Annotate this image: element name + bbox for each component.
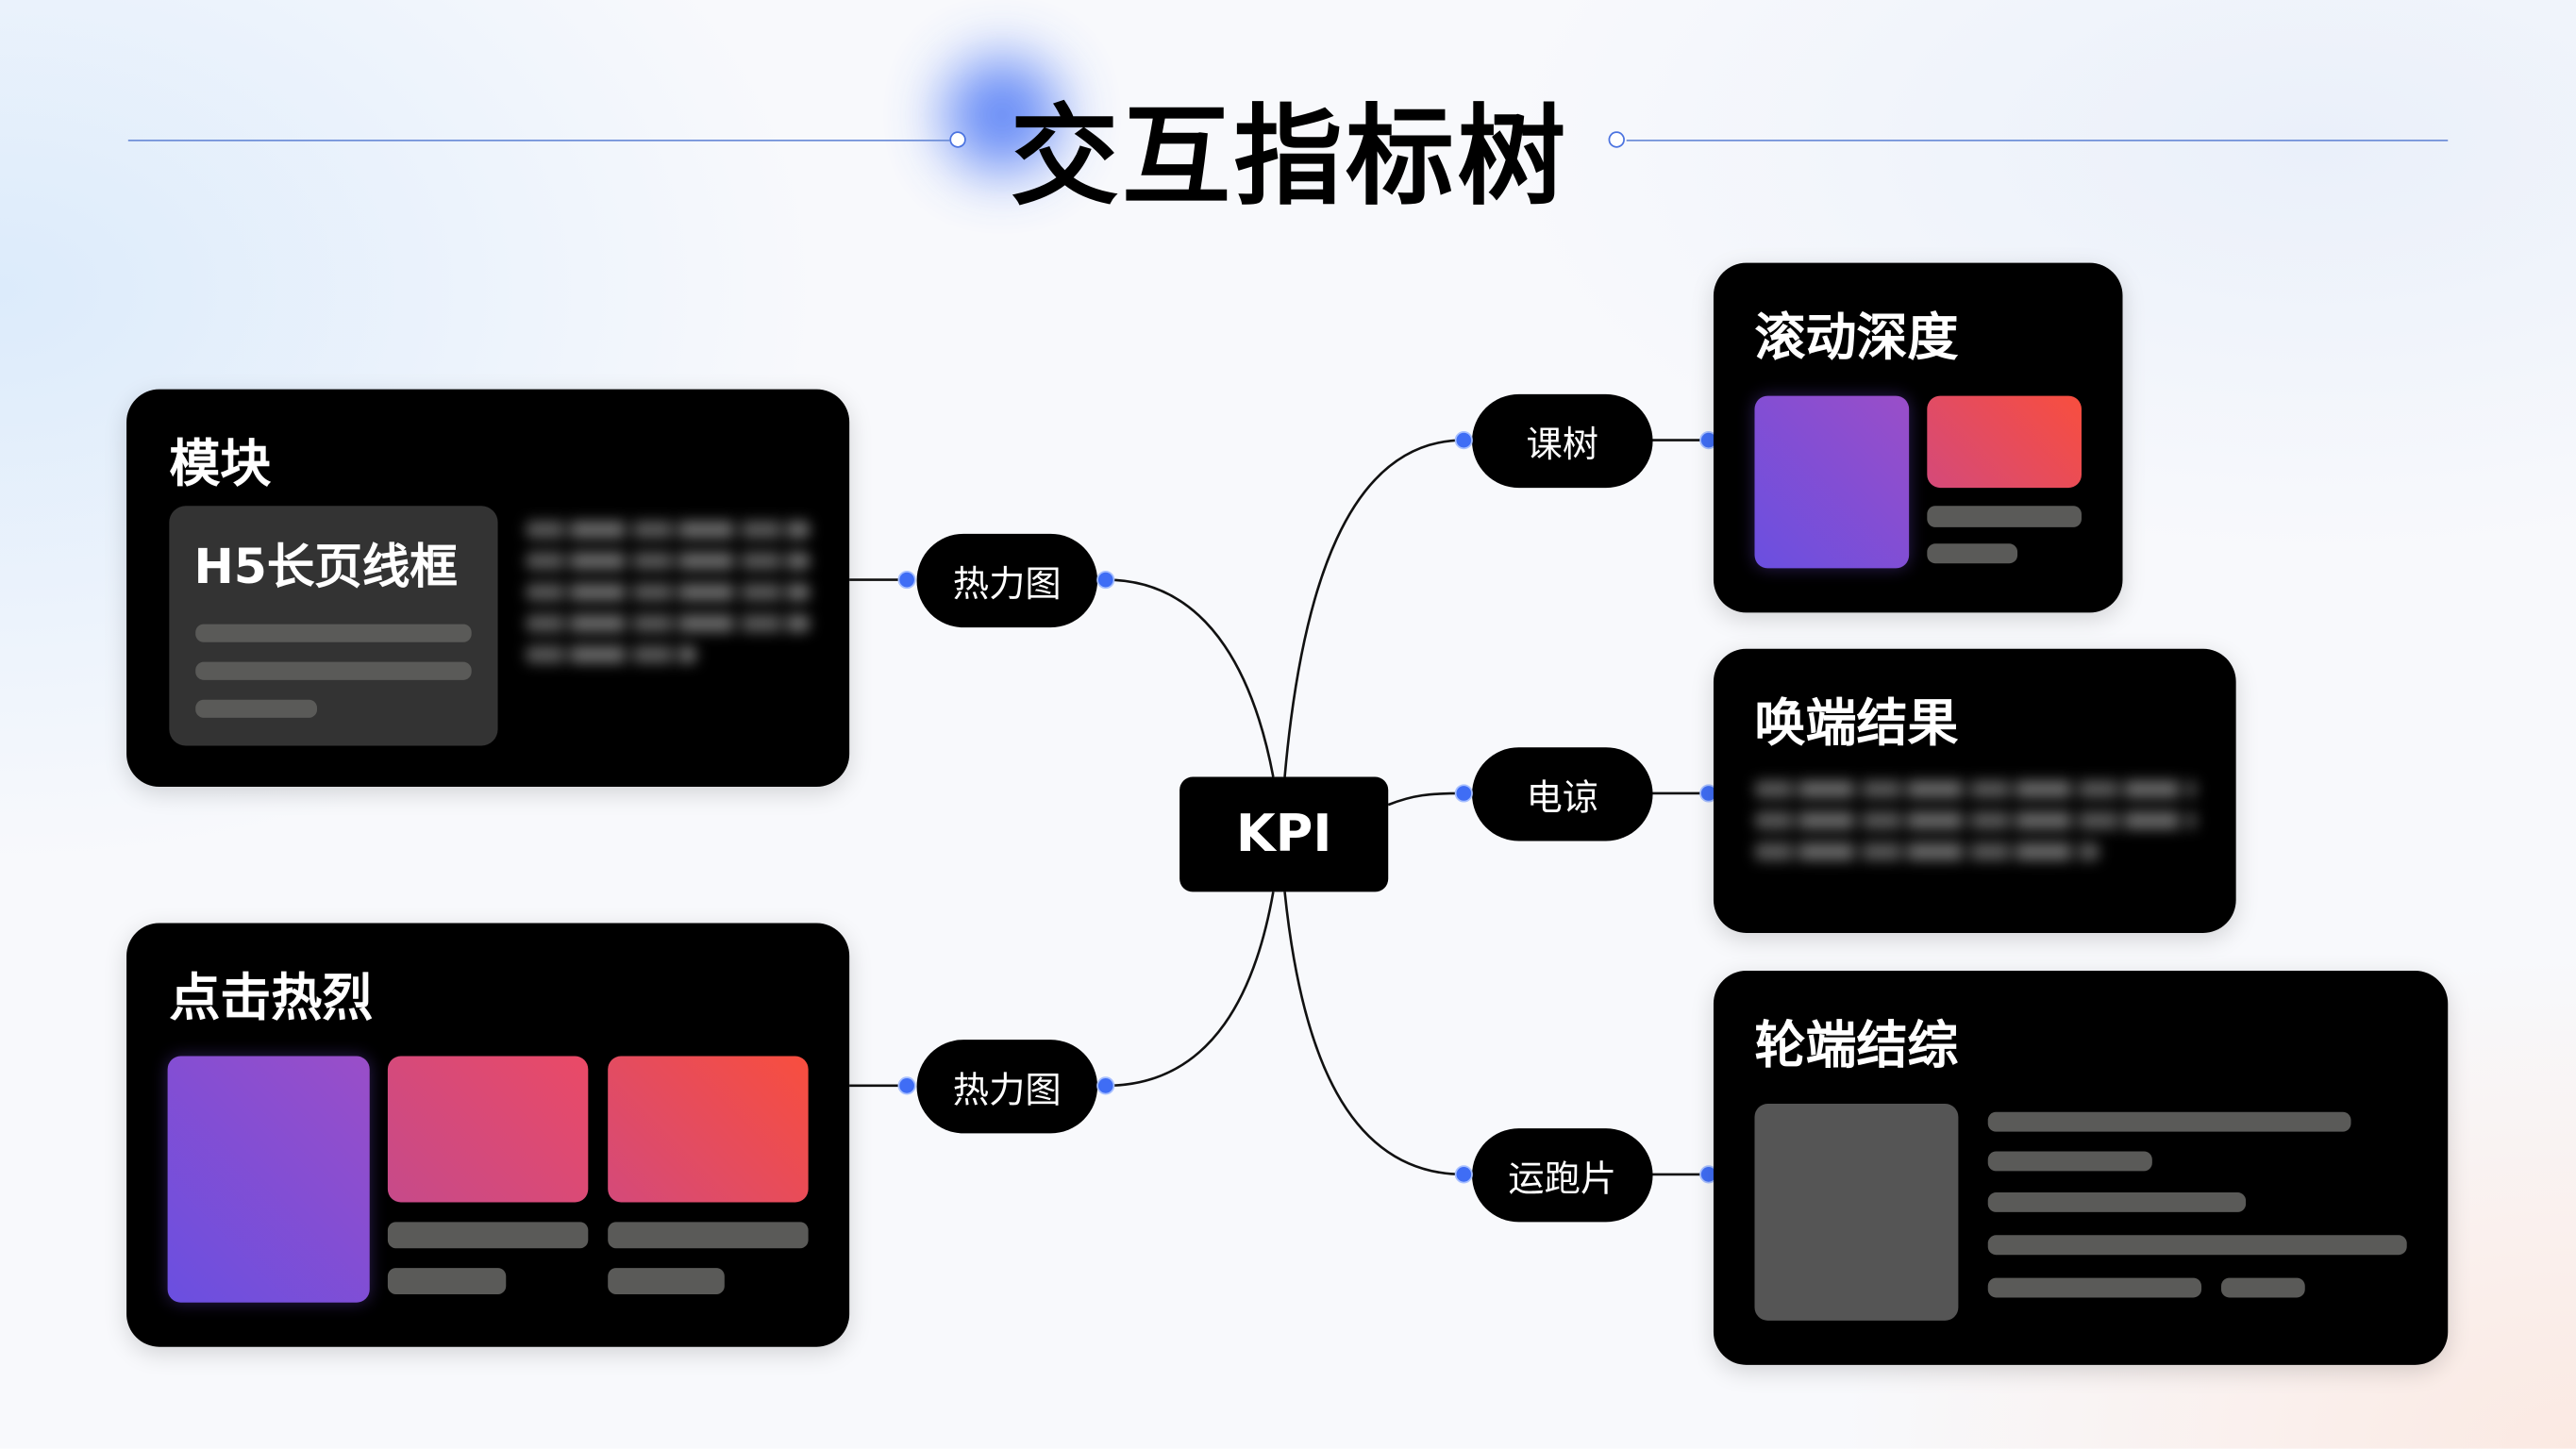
card-click-heat[interactable]: 点击热烈 (126, 923, 850, 1347)
connector-dot (897, 571, 916, 590)
connector-dot (1096, 1076, 1115, 1095)
card-wake-result[interactable]: 唤端结果 (1713, 648, 2236, 933)
card-module[interactable]: 模块 H5长页线框 (126, 389, 850, 787)
placeholder-bar (387, 1268, 507, 1294)
placeholder-bar (608, 1268, 725, 1294)
title-line-left (127, 139, 950, 142)
placeholder-bar (608, 1222, 809, 1249)
red-tile (608, 1056, 809, 1203)
pink-tile (387, 1056, 589, 1203)
placeholder-bar (195, 699, 318, 718)
kpi-node[interactable]: KPI (1179, 776, 1389, 892)
pill-right-2[interactable]: 电谅 (1472, 747, 1653, 841)
title-node-left (949, 131, 966, 148)
placeholder-bar (387, 1222, 589, 1249)
pill-heatmap-2[interactable]: 热力图 (916, 1040, 1098, 1134)
connector-dot (1454, 1165, 1473, 1184)
card-title: 唤端结果 (1754, 694, 1959, 755)
purple-tile (1754, 395, 1910, 569)
title-glow (945, 57, 1061, 173)
card-scroll-depth[interactable]: 滚动深度 (1713, 262, 2123, 613)
connector-dot (1096, 571, 1115, 590)
card-end-summary[interactable]: 轮端结综 (1713, 970, 2449, 1365)
curve-kpi-right3 (1283, 891, 1464, 1176)
pill-right-1[interactable]: 课树 (1472, 393, 1653, 489)
placeholder-bar (2220, 1277, 2305, 1298)
title-node-right (1608, 131, 1625, 148)
curve-pill1-kpi (1105, 578, 1275, 777)
card-title: 点击热烈 (169, 969, 374, 1028)
card-title: 模块 (169, 435, 272, 495)
wireframe-preview: H5长页线框 (169, 506, 498, 746)
placeholder-bar (1987, 1151, 2152, 1172)
card-title: 滚动深度 (1754, 308, 1959, 369)
placeholder-bar (1927, 506, 2082, 527)
pill-right-3[interactable]: 运跑片 (1472, 1128, 1653, 1223)
pill-heatmap-1[interactable]: 热力图 (916, 533, 1098, 628)
card-title: 轮端结综 (1754, 1016, 1959, 1076)
placeholder-bar (1987, 1277, 2202, 1298)
blurred-text (526, 508, 811, 676)
wireframe-title: H5长页线框 (193, 539, 458, 595)
placeholder-bar (1987, 1192, 2247, 1212)
placeholder-bar (195, 624, 472, 642)
title-line-right (1626, 139, 2449, 142)
curve-kpi-right1 (1283, 439, 1464, 777)
page-title: 交互指标树 (1010, 93, 1569, 221)
placeholder-bar (195, 661, 472, 680)
connector-dot (897, 1076, 916, 1095)
placeholder-bar (1927, 543, 2018, 564)
red-tile (1927, 395, 2082, 489)
purple-tile (167, 1056, 370, 1303)
connector-dot (1454, 431, 1473, 450)
image-placeholder (1754, 1104, 1959, 1321)
curve-kpi-right2 (1387, 791, 1464, 807)
placeholder-bar (1987, 1235, 2407, 1256)
blurred-text (1754, 767, 2197, 874)
curve-pill2-kpi (1105, 891, 1275, 1088)
placeholder-bar (1987, 1111, 2351, 1132)
connector-dot (1454, 784, 1473, 803)
